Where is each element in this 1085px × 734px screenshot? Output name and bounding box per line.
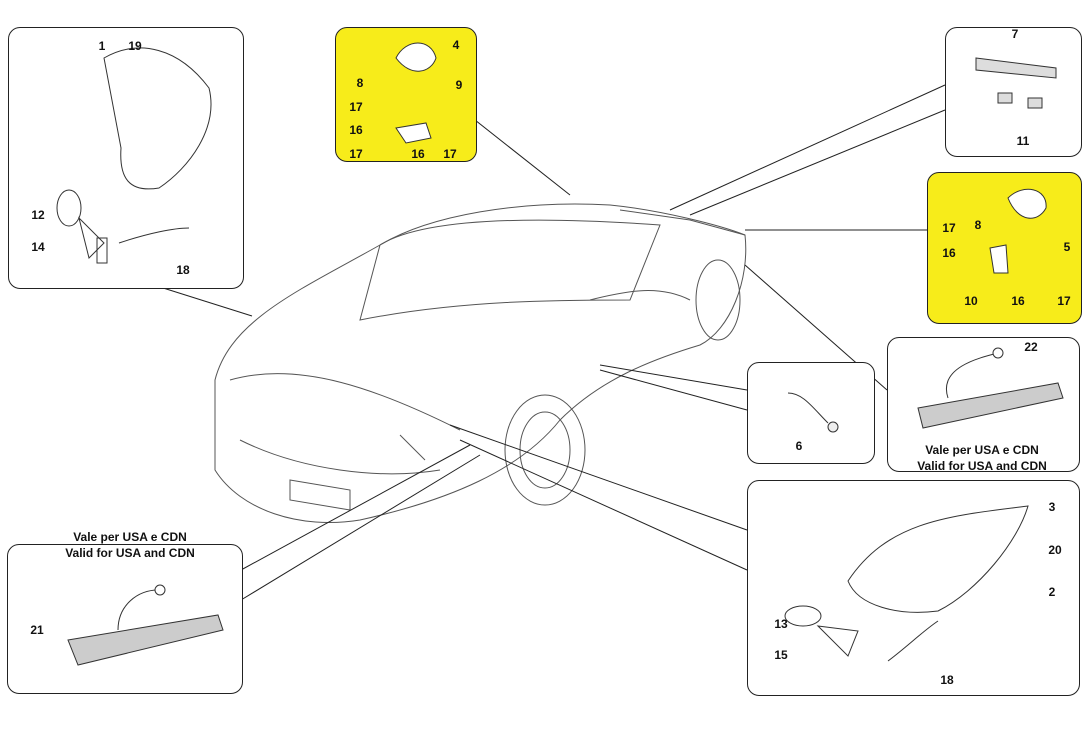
validity-note-it: Vale per USA e CDN (73, 530, 187, 544)
part-label: 16 (349, 123, 363, 137)
part-label: 10 (964, 294, 978, 308)
part-label: 2 (1048, 585, 1056, 599)
part-label: 5 (1063, 240, 1071, 254)
panel-third-brake-light (945, 27, 1082, 157)
panel-headlight-right (747, 480, 1080, 696)
part-label: 13 (774, 617, 788, 631)
part-label: 16 (1011, 294, 1025, 308)
part-label: 11 (1016, 134, 1030, 148)
part-label: 9 (455, 78, 463, 92)
panel-side-repeater-front (335, 27, 477, 162)
part-label: 17 (349, 100, 363, 114)
validity-note-it: Vale per USA e CDN (925, 443, 1039, 457)
part-label: 12 (31, 208, 45, 222)
panel-headlight-left (8, 27, 244, 289)
part-label: 8 (356, 76, 364, 90)
part-label: 7 (1011, 27, 1019, 41)
validity-note-en: Valid for USA and CDN (917, 459, 1047, 473)
part-label: 18 (176, 263, 190, 277)
part-label: 14 (31, 240, 45, 254)
panel-front-side-marker (7, 544, 243, 694)
part-label: 17 (942, 221, 956, 235)
part-label: 16 (942, 246, 956, 260)
part-label: 20 (1048, 543, 1062, 557)
part-label: 22 (1024, 340, 1038, 354)
part-label: 16 (411, 147, 425, 161)
panel-sensor (747, 362, 875, 464)
panel-rear-side-marker (887, 337, 1080, 472)
part-label: 8 (974, 218, 982, 232)
part-label: 17 (443, 147, 457, 161)
part-label: 15 (774, 648, 788, 662)
validity-note-en: Valid for USA and CDN (65, 546, 195, 560)
part-label: 17 (1057, 294, 1071, 308)
part-label: 4 (452, 38, 460, 52)
part-label: 21 (30, 623, 44, 637)
part-label: 3 (1048, 500, 1056, 514)
part-label: 17 (349, 147, 363, 161)
part-label: 19 (128, 39, 142, 53)
part-label: 6 (795, 439, 803, 453)
part-label: 1 (98, 39, 106, 53)
panel-side-repeater-rear (927, 172, 1082, 324)
part-label: 18 (940, 673, 954, 687)
